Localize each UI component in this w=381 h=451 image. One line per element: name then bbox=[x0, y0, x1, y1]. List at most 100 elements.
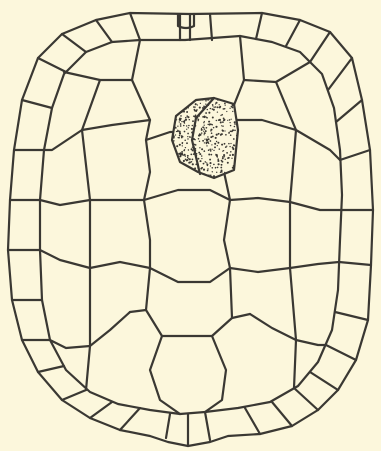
stipple-dot bbox=[236, 120, 237, 121]
stipple-dot bbox=[210, 140, 212, 142]
stipple-dot bbox=[229, 154, 231, 156]
stipple-dot bbox=[217, 167, 219, 169]
stipple-dot bbox=[192, 150, 194, 152]
stipple-dot bbox=[211, 144, 212, 145]
stipple-dot bbox=[230, 125, 231, 126]
stipple-dot bbox=[207, 109, 208, 110]
stipple-dot bbox=[222, 125, 224, 127]
stipple-dot bbox=[188, 149, 189, 150]
stipple-dot bbox=[181, 137, 182, 138]
stipple-dot bbox=[180, 123, 182, 125]
stipple-dot bbox=[198, 115, 200, 117]
stipple-dot bbox=[236, 124, 238, 126]
stippled-lesion bbox=[172, 98, 238, 178]
stipple-dot bbox=[222, 157, 224, 159]
stipple-dot bbox=[200, 168, 202, 170]
stipple-dot bbox=[175, 134, 176, 135]
stipple-dot bbox=[217, 99, 219, 101]
stipple-dot bbox=[179, 131, 181, 133]
stipple-dot bbox=[208, 174, 209, 175]
stipple-dot bbox=[199, 141, 200, 142]
stipple-dot bbox=[220, 121, 222, 123]
stipple-dot bbox=[204, 132, 206, 134]
stipple-dot bbox=[216, 134, 218, 136]
vertebral-scute-3 bbox=[144, 200, 230, 282]
stipple-dot bbox=[233, 165, 235, 167]
stipple-dot bbox=[198, 138, 200, 140]
stipple-dot bbox=[177, 126, 178, 127]
costal-scutes-left bbox=[40, 72, 150, 390]
stipple-dot bbox=[209, 148, 211, 150]
stipple-dot bbox=[199, 133, 201, 135]
stipple-dot bbox=[186, 129, 187, 130]
stipple-dot bbox=[202, 140, 204, 142]
stipple-dot bbox=[225, 105, 226, 106]
stipple-dot bbox=[206, 145, 207, 146]
stipple-dot bbox=[182, 143, 183, 144]
stipple-dot bbox=[215, 154, 217, 156]
stipple-dot bbox=[201, 155, 203, 157]
stipple-dot bbox=[210, 136, 212, 138]
stipple-dot bbox=[203, 150, 205, 152]
stipple-dot bbox=[210, 150, 212, 152]
stipple-dot bbox=[210, 174, 211, 175]
stipple-dot bbox=[234, 158, 235, 159]
stipple-dot bbox=[176, 145, 178, 147]
stipple-dot bbox=[181, 121, 182, 122]
stipple-dot bbox=[218, 163, 220, 165]
stipple-dot bbox=[204, 116, 206, 118]
stipple-dot bbox=[224, 103, 226, 105]
stipple-dot bbox=[208, 112, 210, 114]
stipple-dot bbox=[200, 111, 202, 113]
stipple-dot bbox=[203, 169, 205, 171]
stipple-dot bbox=[209, 162, 211, 164]
stipple-dot bbox=[186, 111, 188, 113]
stipple-dot bbox=[208, 154, 210, 156]
stipple-dot bbox=[205, 98, 207, 100]
stipple-dot bbox=[184, 139, 186, 141]
stipple-dot bbox=[214, 143, 216, 145]
stipple-dot bbox=[194, 125, 196, 127]
stipple-dot bbox=[183, 155, 184, 156]
stipple-dot bbox=[196, 160, 198, 162]
stipple-dot bbox=[189, 161, 191, 163]
stipple-dot bbox=[208, 149, 210, 151]
stipple-dot bbox=[228, 143, 230, 145]
marginal-scutes-left bbox=[8, 34, 140, 430]
stipple-dot bbox=[187, 107, 189, 109]
stipple-dot bbox=[215, 137, 217, 139]
stipple-dot bbox=[227, 162, 229, 164]
stipple-dot bbox=[201, 129, 203, 131]
stipple-dot bbox=[219, 104, 220, 105]
stipple-dot bbox=[194, 106, 196, 108]
stipple-dot bbox=[199, 160, 201, 162]
stipple-dot bbox=[214, 146, 216, 148]
stipple-dot bbox=[188, 127, 189, 128]
stipple-dot bbox=[206, 117, 208, 119]
stipple-dot bbox=[204, 134, 205, 135]
stipple-dot bbox=[236, 139, 238, 141]
stipple-dot bbox=[226, 152, 228, 154]
stipple-dot bbox=[188, 158, 189, 159]
stipple-dot bbox=[213, 175, 215, 177]
stipple-dot bbox=[212, 104, 214, 106]
stipple-dot bbox=[207, 99, 208, 100]
stipple-dot bbox=[192, 159, 194, 161]
stipple-dot bbox=[211, 108, 212, 109]
stipple-dot bbox=[197, 167, 199, 169]
stipple-dot bbox=[198, 152, 200, 154]
stipple-dot bbox=[176, 131, 177, 132]
stipple-dot bbox=[187, 133, 189, 135]
stipple-dot bbox=[232, 104, 234, 106]
vertebral-scute-5 bbox=[150, 336, 226, 414]
stipple-dot bbox=[217, 111, 218, 112]
stipple-dot bbox=[210, 108, 212, 110]
stipple-dot bbox=[234, 129, 236, 131]
stipple-dot bbox=[185, 147, 186, 148]
stipple-dot bbox=[209, 123, 211, 125]
stipple-dot bbox=[179, 135, 181, 137]
stipple-dot bbox=[200, 103, 201, 104]
stipple-dot bbox=[226, 111, 227, 112]
stipple-dot bbox=[217, 158, 219, 160]
stipple-dot bbox=[176, 119, 177, 120]
